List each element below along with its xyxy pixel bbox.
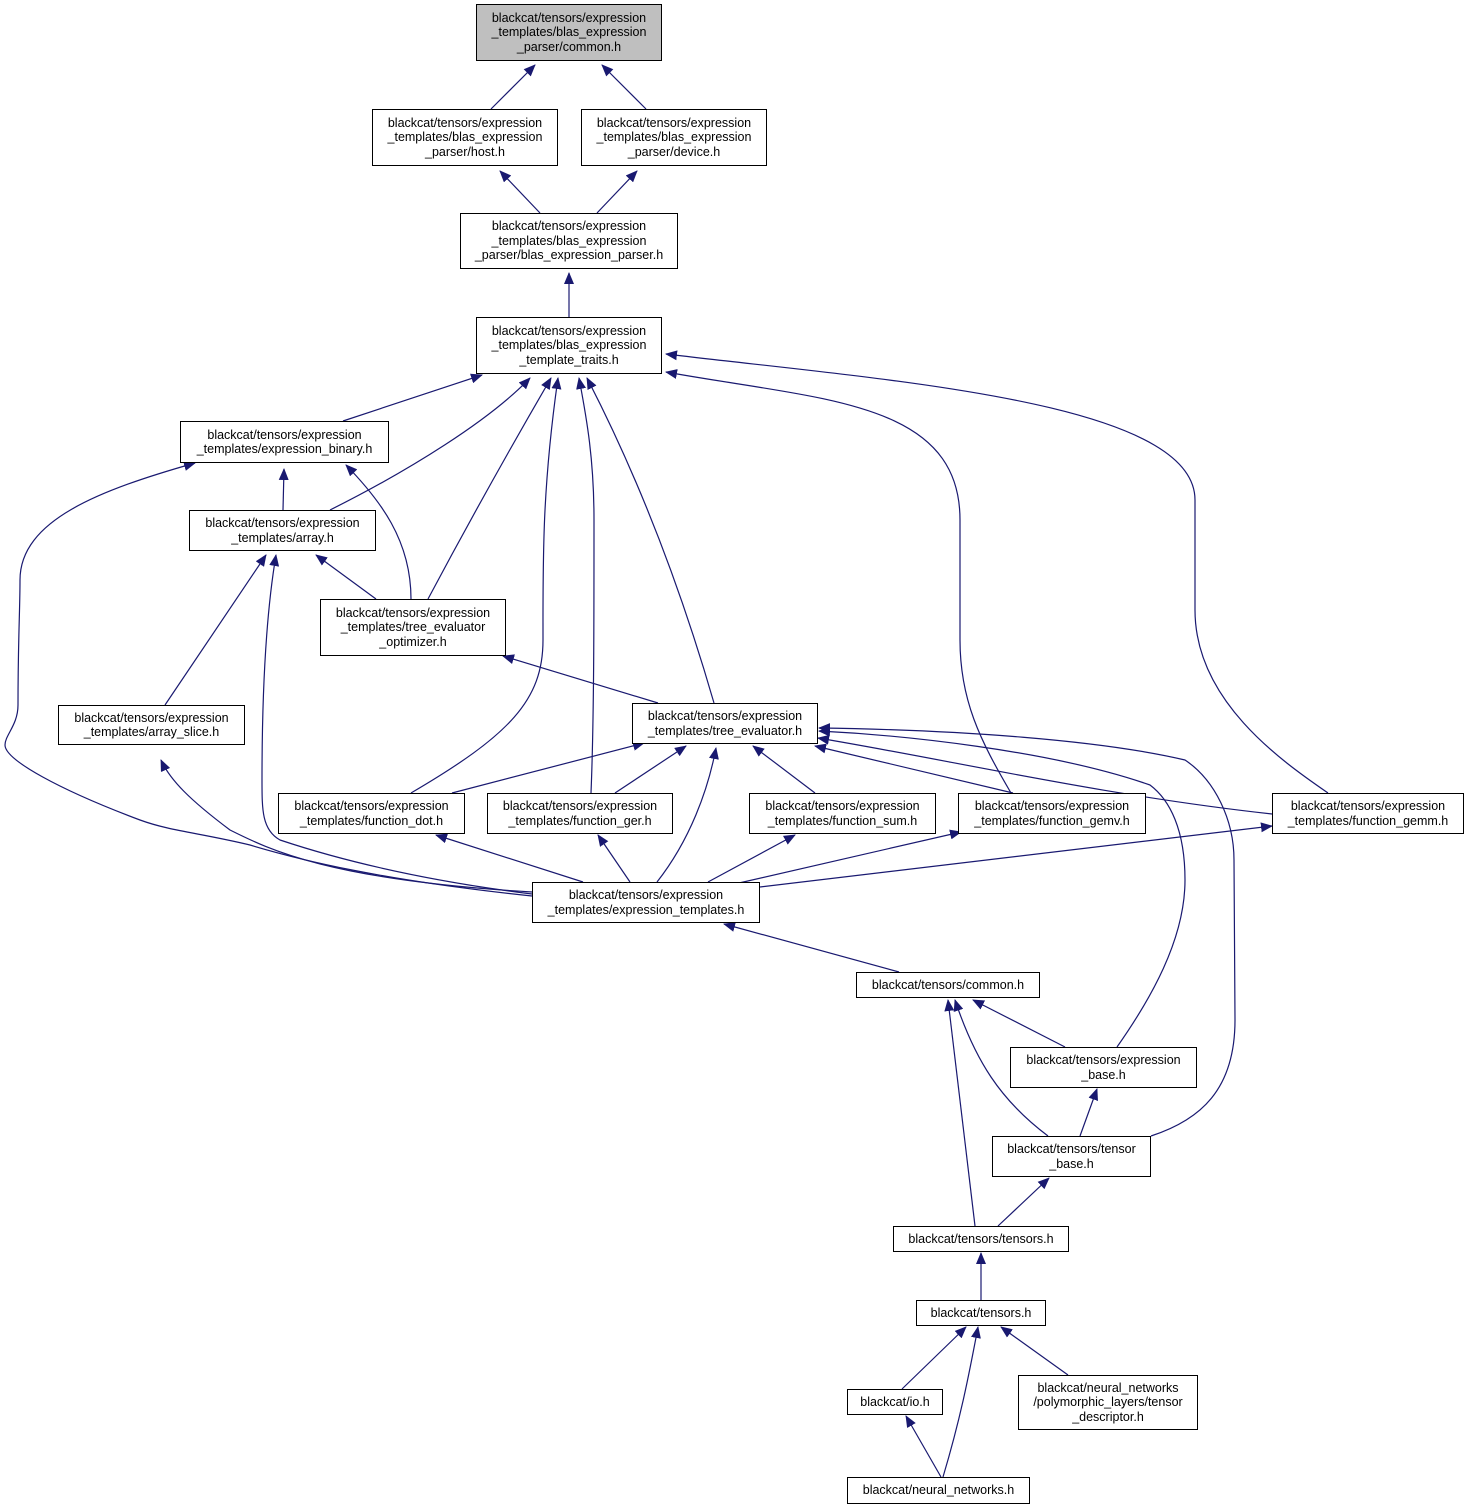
edge-expr_templates-to-f_gemv [738,829,962,884]
edge-tensors_common-to-expr_templates [723,922,900,973]
edge-f_ger-to-tree_eval [614,745,687,794]
edge-io-to-tensors_h [901,1326,967,1390]
edge-device-to-common_parser [601,64,647,110]
edge-f_ger-to-traits [576,377,595,794]
node-function-gemv[interactable]: blackcat/tensors/expression _templates/f… [958,793,1146,834]
edge-nn-to-io [905,1415,942,1478]
node-tree-evaluator[interactable]: blackcat/tensors/expression _templates/t… [632,703,818,744]
edge-tensor_base-to-expr_base [1079,1088,1098,1137]
edge-host-to-common_parser [490,64,536,110]
edge-f_dot-to-tree_eval [451,740,645,794]
node-tensors-h[interactable]: blackcat/tensors.h [916,1300,1046,1326]
edge-tensors_tensors-to-tensor_base [997,1177,1050,1227]
node-blas-expression-parser[interactable]: blackcat/tensors/expression _templates/b… [460,213,678,269]
edge-f_gemv-to-traits [665,369,1012,794]
edge-f_gemm-to-tree_eval [817,734,1273,815]
node-array-slice[interactable]: blackcat/tensors/expression _templates/a… [58,705,245,745]
edge-tree_eval-to-traits [586,377,715,704]
edge-array-to-traits [329,377,531,511]
edge-optimizer-to-array [315,554,377,600]
edge-f_sum-to-tree_eval [752,745,816,794]
edge-expr_templates-to-f_gemm [759,822,1273,888]
edge-tensor_base-to-tree_eval [818,723,1236,1137]
node-array[interactable]: blackcat/tensors/expression _templates/a… [189,510,376,551]
edge-expr_base-to-tensors_common [972,999,1066,1048]
edge-tensors_tensors-to-tensors_common [944,999,976,1227]
edge-f_dot-to-traits [410,377,562,794]
node-function-ger[interactable]: blackcat/tensors/expression _templates/f… [487,793,673,834]
node-tensor-descriptor[interactable]: blackcat/neural_networks /polymorphic_la… [1018,1375,1198,1430]
node-function-sum[interactable]: blackcat/tensors/expression _templates/f… [749,793,936,834]
node-function-dot[interactable]: blackcat/tensors/expression _templates/f… [278,793,465,834]
node-function-gemm[interactable]: blackcat/tensors/expression _templates/f… [1272,793,1464,834]
edge-expr_base-to-tree_eval [818,726,1186,1048]
edge-expr_templates-to-f_ger [597,834,631,883]
edge-bep-to-host [499,170,541,214]
edge-array-to-binary [278,468,289,511]
edge-expr_templates-to-binary [4,461,533,897]
node-host[interactable]: blackcat/tensors/expression _templates/b… [372,109,558,166]
node-expression-binary[interactable]: blackcat/tensors/expression _templates/e… [180,421,389,463]
node-tensor-base[interactable]: blackcat/tensors/tensor _base.h [992,1136,1151,1177]
node-tree-evaluator-optimizer[interactable]: blackcat/tensors/expression _templates/t… [320,599,506,656]
node-neural-networks[interactable]: blackcat/neural_networks.h [847,1477,1030,1504]
edge-optimizer-to-traits [427,377,552,600]
edge-expr_templates-to-f_sum [707,834,796,883]
edge-f_gemm-to-traits [665,350,1329,794]
node-device[interactable]: blackcat/tensors/expression _templates/b… [581,109,767,166]
edge-array_slice-to-array [164,554,267,706]
edge-tree_eval-to-optimizer [502,654,659,704]
edge-f_gemv-to-tree_eval [814,743,1014,794]
node-io[interactable]: blackcat/io.h [847,1389,943,1415]
node-expression-templates[interactable]: blackcat/tensors/expression _templates/e… [532,882,760,923]
edge-expr_templates-to-array [261,554,533,895]
edge-expr_templates-to-tree_eval [656,747,719,883]
edge-bep-to-device [596,170,638,214]
edge-expr_templates-to-array_slice [160,759,533,893]
node-blas-expression-template-traits[interactable]: blackcat/tensors/expression _templates/b… [476,317,662,374]
node-expression-base[interactable]: blackcat/tensors/expression _base.h [1010,1047,1197,1088]
edge-nn-to-tensors_h [942,1326,981,1478]
edge-optimizer-to-binary [345,464,412,600]
node-tensors-tensors[interactable]: blackcat/tensors/tensors.h [893,1226,1069,1252]
edge-tensor_desc-to-tensors_h [1000,1326,1069,1376]
edge-expr_templates-to-f_dot [435,833,584,883]
node-common-parser: blackcat/tensors/expression _templates/b… [476,4,662,61]
edge-binary-to-traits [342,373,483,422]
node-tensors-common[interactable]: blackcat/tensors/common.h [856,972,1040,998]
edge-tensor_base-to-tensors_common [953,999,1049,1137]
